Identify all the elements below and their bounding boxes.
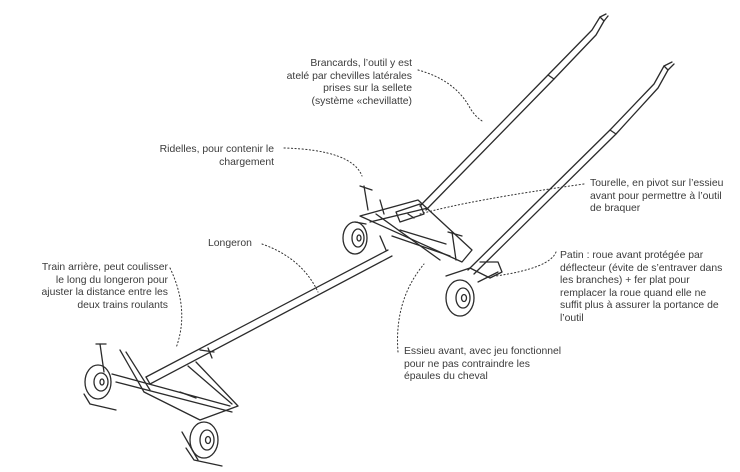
rear-right-wheel [189,421,219,459]
front-right-wheel [445,279,475,317]
label-patin: Patin : roue avant protégée par déflecte… [560,250,723,324]
longeron-beam [145,249,393,385]
label-brancards: Brancards, l’outil y est atelé par chevi… [286,58,412,107]
patin-deflector [445,261,503,283]
rear-left-wheel [84,364,112,400]
leader-essieu [397,263,425,353]
leader-patin [495,251,557,277]
leader-lines [169,69,585,353]
leader-ridelles [283,147,363,177]
front-left-wheel [342,221,368,255]
label-ridelles: Ridelles, pour contenir le chargement [159,144,274,168]
rear-skids [83,393,223,467]
label-train-arriere: Train arrière, peut coulisser le long du… [41,262,169,311]
leader-longeron [261,243,319,293]
label-essieu: Essieu avant, avec jeu fonctionnel pour … [404,346,562,383]
leader-brancards [417,69,485,123]
label-tourelle: Tourelle, en pivot sur l’essieu avant po… [590,178,724,215]
leader-train-arriere [169,267,183,349]
leader-tourelle [419,183,585,215]
front-axle-frame [359,185,473,263]
ridelle-stakes [379,231,463,261]
right-shaft [467,61,675,275]
left-shaft [419,13,609,211]
rear-train-frame [95,343,239,421]
label-longeron: Longeron [208,238,252,249]
